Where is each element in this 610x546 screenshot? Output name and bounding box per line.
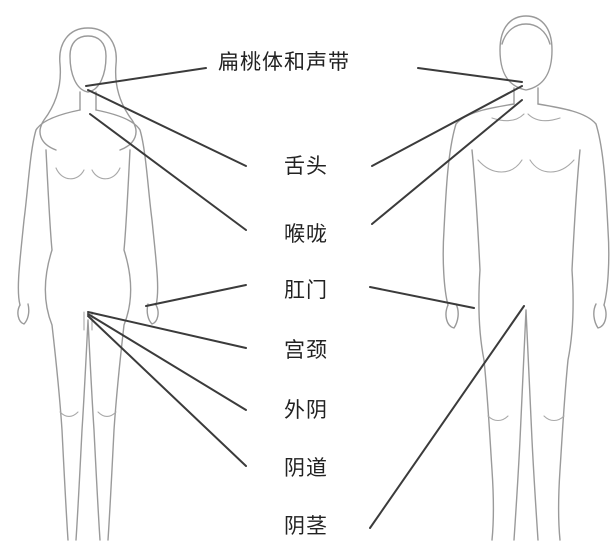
leader-female-to-tongue: [88, 90, 246, 166]
label-throat: 喉咙: [284, 222, 328, 246]
leader-female-to-vulva: [88, 314, 246, 410]
male-chest: [478, 114, 574, 172]
leader-male-to-tongue: [372, 86, 522, 166]
female-figure: [18, 28, 158, 540]
label-anus: 肛门: [284, 278, 328, 302]
label-penis: 阴茎: [284, 514, 328, 538]
male-body-outline: [443, 104, 609, 540]
male-knees: [488, 416, 564, 421]
female-knees: [60, 412, 116, 417]
male-figure: [443, 16, 609, 540]
leader-female-to-anus: [146, 285, 246, 306]
female-chest: [56, 168, 120, 179]
leader-female-to-throat: [90, 114, 246, 230]
female-neck: [80, 92, 96, 110]
leader-male-to-anus: [370, 287, 474, 308]
female-body-outline: [18, 110, 157, 540]
leader-male-to-throat: [372, 100, 522, 224]
label-tonsils-and-vocal-cords: 扁桃体和声带: [218, 50, 350, 74]
label-vagina: 阴道: [284, 456, 328, 480]
label-vulva: 外阴: [284, 398, 328, 422]
leader-female-to-cervix: [88, 312, 246, 348]
label-tongue: 舌头: [284, 154, 328, 178]
leader-male-mouth-to-tonsils: [418, 68, 522, 82]
leader-male-to-penis: [370, 306, 524, 528]
leader-female-to-vagina: [88, 316, 246, 466]
male-head: [500, 16, 552, 90]
label-cervix: 宫颈: [284, 338, 328, 362]
